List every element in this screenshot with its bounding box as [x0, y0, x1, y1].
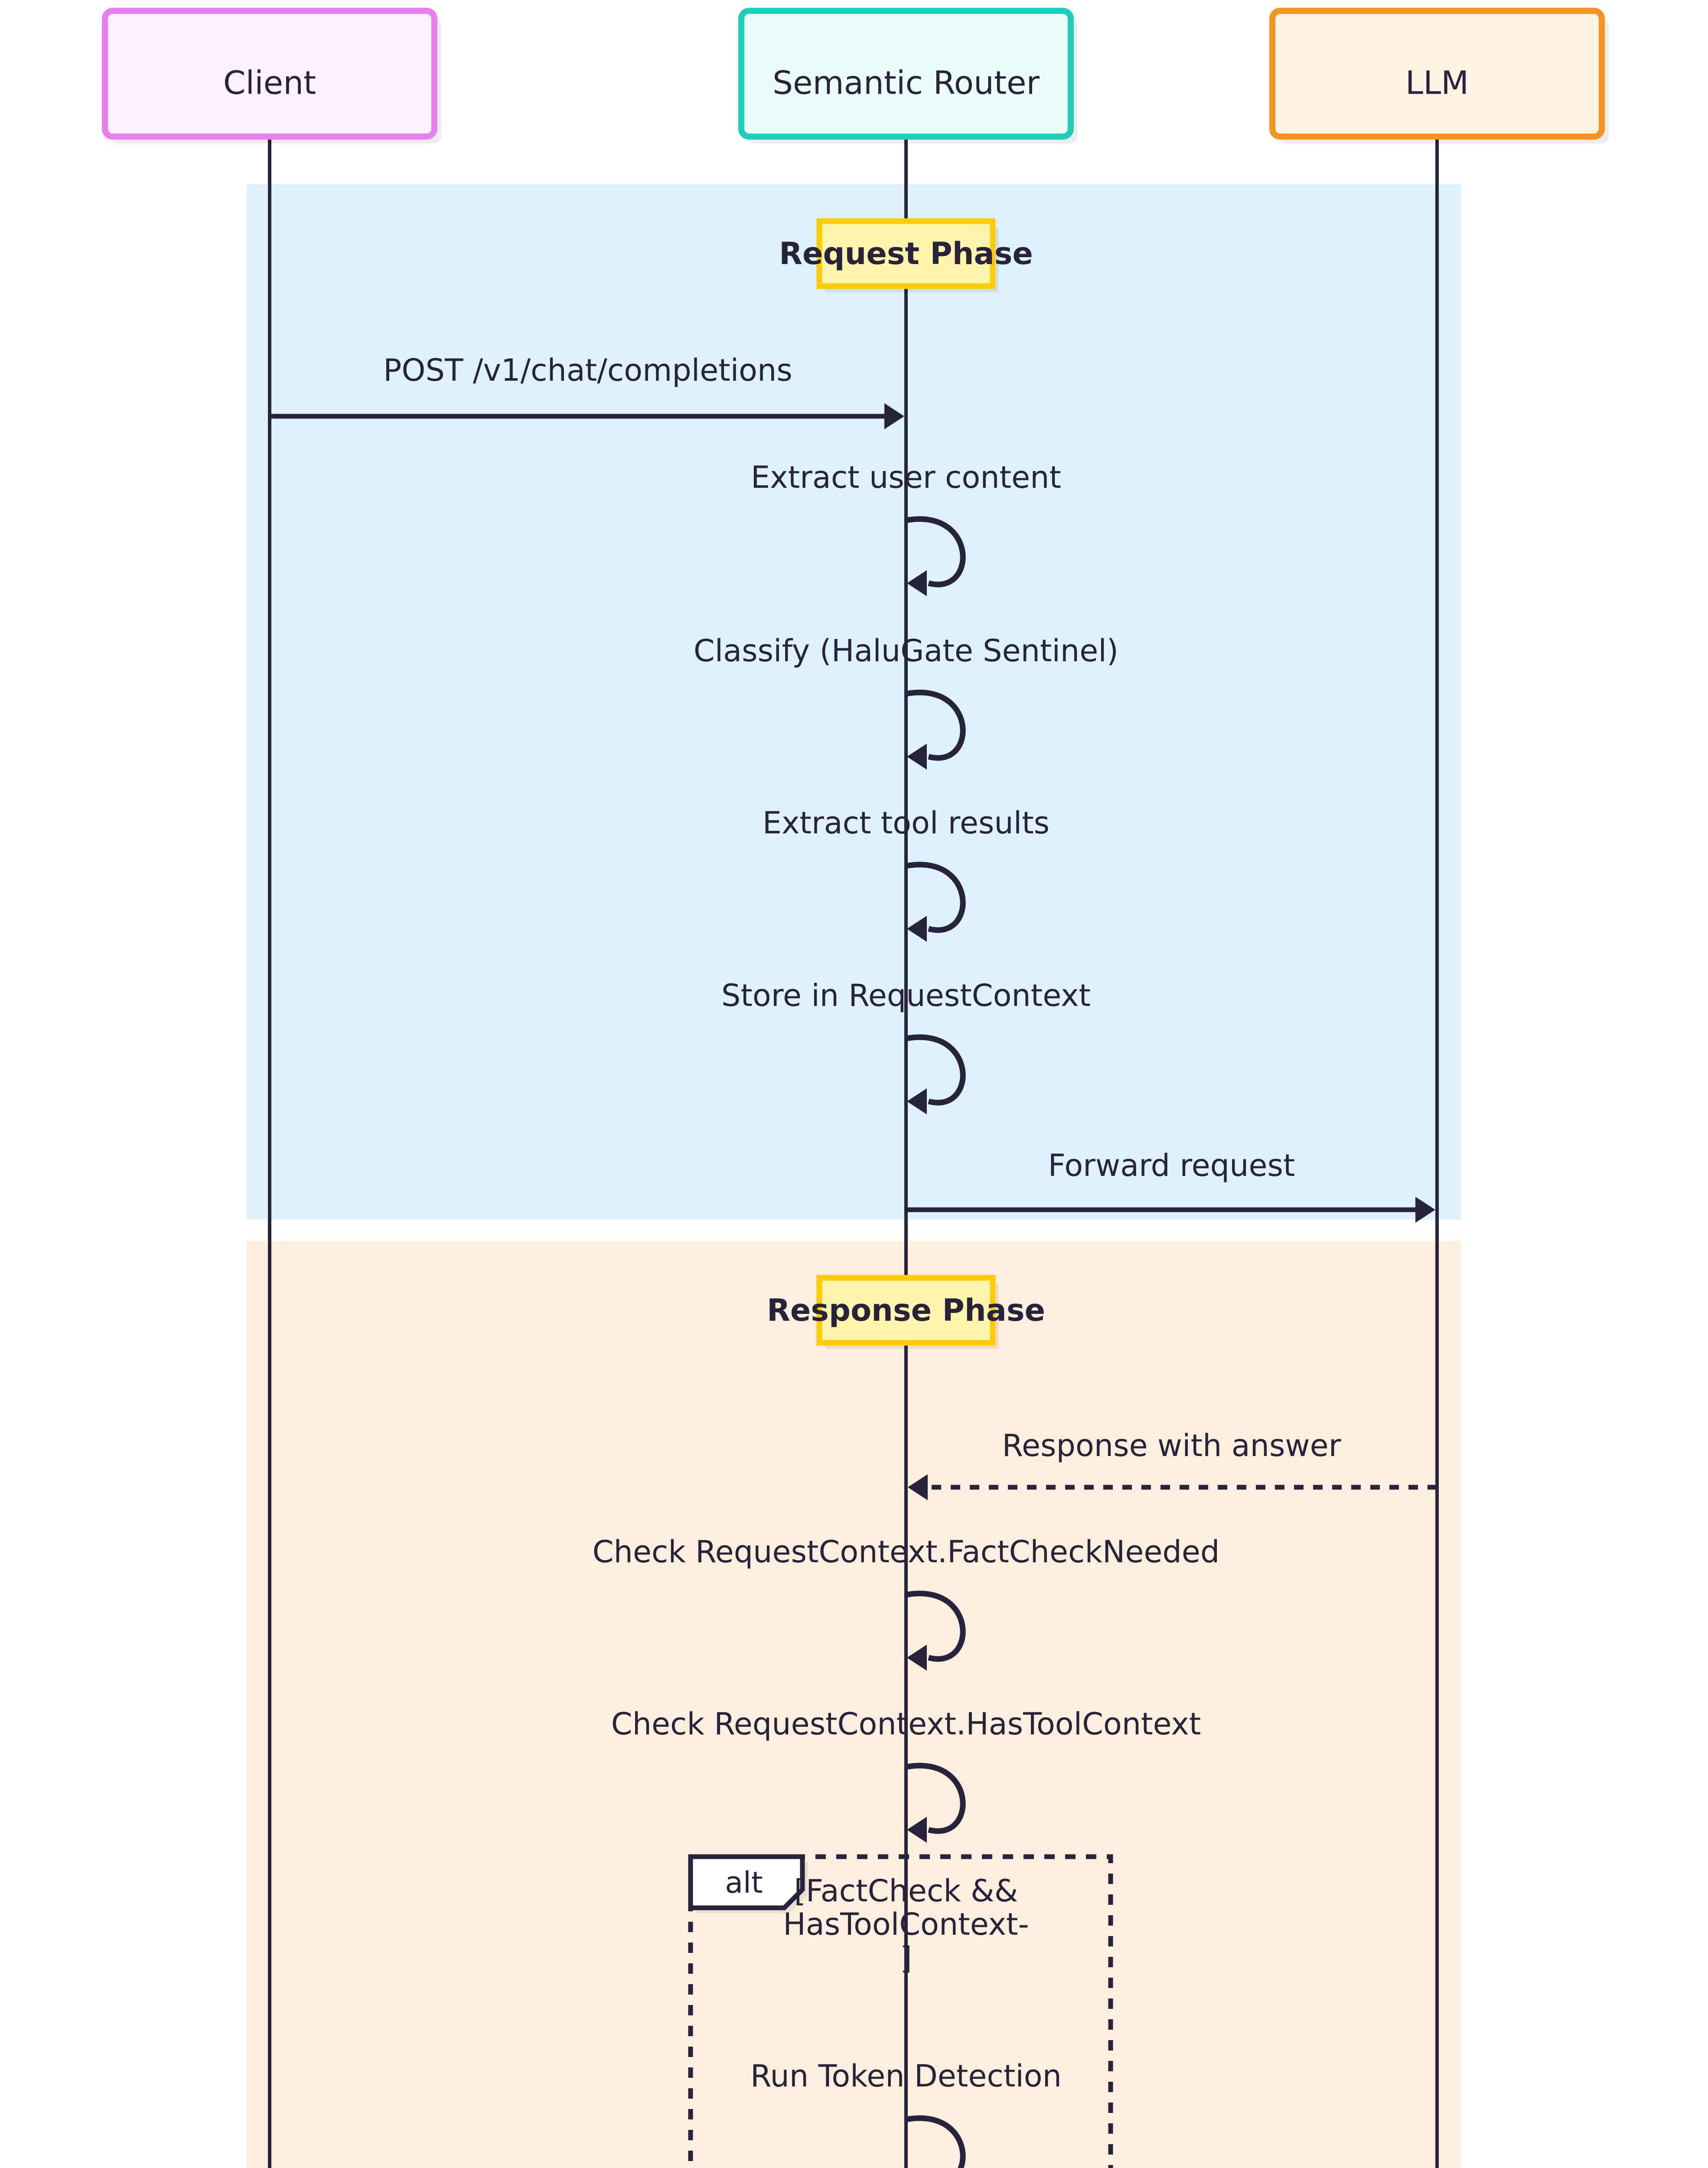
message-label-m5: Store in RequestContext: [721, 978, 1091, 1013]
phase-band-request-phase: [247, 184, 1461, 1219]
arrowhead-m1: [884, 403, 904, 429]
message-m10: Run Token Detection: [750, 2058, 1062, 2168]
phase-note-label-response-phase: Response Phase: [767, 1293, 1045, 1328]
message-label-m2: Extract user content: [751, 460, 1061, 495]
self-loop-path-m10: [905, 2115, 966, 2168]
arrowhead-m5: [907, 1088, 927, 1114]
arrowhead-m3: [907, 744, 927, 770]
self-loop-path-m5: [905, 1034, 966, 1106]
self-loop-path-m3: [905, 689, 966, 761]
phase-bands: [247, 184, 1461, 2168]
message-label-m9: Check RequestContext.HasToolContext: [611, 1706, 1201, 1742]
participant-label-llm-top: LLM: [1405, 65, 1469, 102]
alt-fragment: alt[FactCheck &&HasToolContext-][FactChe…: [688, 1854, 1113, 2168]
self-loop-path-m9: [905, 1763, 966, 1834]
message-label-m1: POST /v1/chat/completions: [383, 353, 792, 388]
alt-condition-1-line-3: ]: [900, 1940, 912, 1976]
message-m5: Store in RequestContext: [721, 978, 1091, 1114]
message-label-m8: Check RequestContext.FactCheckNeeded: [593, 1534, 1220, 1570]
arrowhead-m4: [907, 916, 927, 942]
alt-tag-label: alt: [725, 1866, 763, 1900]
arrowhead-m8: [907, 1645, 927, 1671]
message-label-m10: Run Token Detection: [750, 2058, 1062, 2094]
self-loop-path-m4: [905, 862, 966, 933]
message-label-m6: Forward request: [1048, 1148, 1295, 1183]
phase-band-response-phase: [247, 1241, 1461, 2168]
alt-condition-1-line-2: HasToolContext-: [783, 1907, 1029, 1942]
message-m1: POST /v1/chat/completions: [270, 353, 904, 429]
phase-note-box-response-phase[interactable]: [816, 1275, 996, 1346]
phase-note-box-request-phase[interactable]: [816, 218, 996, 289]
participant-box-client-top[interactable]: [102, 8, 437, 140]
message-label-m3: Classify (HaluGate Sentinel): [694, 633, 1118, 669]
arrowhead-m7: [908, 1474, 928, 1500]
phase-note-label-request-phase: Request Phase: [779, 236, 1033, 271]
arrowhead-m9: [907, 1817, 927, 1843]
alt-fragment-outline: [688, 1854, 1113, 2168]
participant-box-router-top[interactable]: [738, 8, 1074, 140]
arrowhead-m2: [907, 570, 927, 596]
message-m7: Response with answer: [908, 1428, 1437, 1500]
participant-box-llm-top[interactable]: [1269, 8, 1605, 140]
self-loop-path-m2: [905, 516, 966, 588]
message-label-m4: Extract tool results: [763, 805, 1050, 841]
lifelines: [268, 137, 1439, 2168]
participant-boxes-top: Client Semantic Router LLM: [102, 8, 1609, 144]
message-m8: Check RequestContext.FactCheckNeeded: [593, 1534, 1220, 1671]
message-m3: Classify (HaluGate Sentinel): [694, 633, 1118, 770]
participant-label-router-top: Semantic Router: [773, 65, 1040, 102]
arrowhead-m6: [1415, 1197, 1435, 1223]
message-m6: Forward request: [906, 1148, 1435, 1223]
alt-tag-box[interactable]: [688, 1854, 805, 1910]
message-m9: Check RequestContext.HasToolContext: [611, 1706, 1201, 1843]
message-label-m7: Response with answer: [1002, 1428, 1341, 1463]
participant-label-client-top: Client: [223, 65, 316, 102]
message-m2: Extract user content: [751, 460, 1061, 596]
self-loop-path-m8: [905, 1590, 966, 1662]
message-m4: Extract tool results: [763, 805, 1050, 942]
alt-condition-1-line-1: [FactCheck &&: [794, 1873, 1018, 1909]
